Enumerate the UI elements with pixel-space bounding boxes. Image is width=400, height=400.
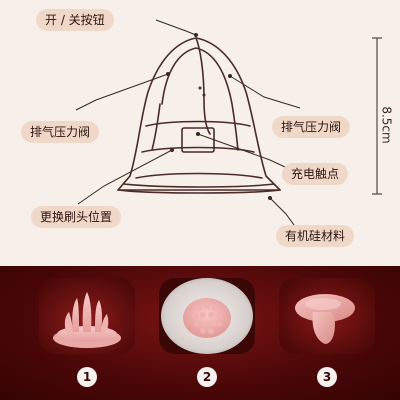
mushroom-head-image	[279, 278, 375, 354]
vent-left-label: 排气压力阀	[21, 121, 100, 143]
brush-leader-line	[77, 149, 173, 205]
vent-left-leader-line	[75, 73, 169, 111]
product-photo-2	[159, 278, 255, 354]
photo-number-1: 1	[77, 367, 97, 387]
brush-head-image	[39, 278, 135, 354]
charge-contact-label: 充电触点	[282, 163, 349, 185]
product-photo-3	[279, 278, 375, 354]
device-outline-diagram	[75, 19, 382, 237]
switch-leader-line	[155, 19, 197, 36]
brush-position-label: 更换刷头位置	[31, 206, 122, 228]
photo-number-2: 2	[197, 367, 217, 387]
device-center-seam	[195, 37, 211, 135]
device-rim-outline	[117, 189, 281, 194]
charge-contact-dot	[198, 86, 202, 90]
device-inner-band	[145, 120, 251, 127]
charge-contact-dot	[202, 93, 206, 97]
vent-right-label: 排气压力阀	[272, 116, 351, 138]
device-body-outline	[117, 37, 281, 191]
bristle-head-image	[159, 278, 255, 354]
material-label: 有机硅材料	[276, 225, 355, 247]
device-head-outline	[161, 47, 239, 151]
height-dimension-label: 8.5cm	[380, 106, 394, 144]
product-photo-1	[39, 278, 135, 354]
vent-right-leader-line	[229, 75, 301, 109]
switch-label: 开 / 关按钮	[36, 9, 114, 31]
photo-number-3: 3	[317, 367, 337, 387]
